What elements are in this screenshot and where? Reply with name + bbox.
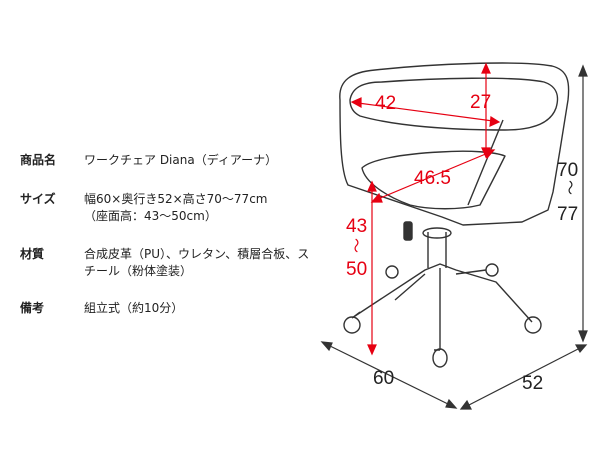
base-width-arrow-left xyxy=(320,341,333,352)
seat-height-arrow-top xyxy=(367,180,377,192)
dim-total-height-bottom: 77 xyxy=(557,204,578,225)
dimension-lines-black xyxy=(320,64,588,410)
chair-drawing xyxy=(339,62,570,368)
chair-seat xyxy=(361,150,506,210)
dimension-lines-red xyxy=(350,62,501,356)
dim-base-depth: 52 xyxy=(522,373,543,394)
total-height-arrow-top xyxy=(578,64,588,77)
spec-value-material-line1: 合成皮革（PU）、ウレタン、積層合板、ス xyxy=(84,247,310,261)
dimension-labels: 42 27 46.5 43 〜 50 70 〜 77 60 52 xyxy=(346,92,578,394)
chair-lever xyxy=(403,221,413,241)
spec-label-material: 材質 xyxy=(20,247,45,261)
spec-value-name: ワークチェア Diana（ディアーナ） xyxy=(84,153,278,167)
dim-seat-height-top: 43 xyxy=(346,216,367,237)
chair-base xyxy=(351,263,533,351)
dim-total-height-top: 70 xyxy=(557,160,578,181)
seat-diag-line xyxy=(377,152,489,200)
width-top-line xyxy=(357,102,494,122)
spec-label-size: サイズ xyxy=(20,192,56,206)
spec-value-size-line2: （座面高：43〜50cm） xyxy=(84,209,217,223)
base-depth-arrow-right xyxy=(574,344,588,354)
chair-casters xyxy=(343,263,542,368)
chair-column xyxy=(427,232,447,268)
seat-height-arrow-bottom xyxy=(367,344,377,356)
dim-depth-top: 27 xyxy=(470,92,491,113)
dim-base-width: 60 xyxy=(373,368,394,389)
chair-column-top xyxy=(422,227,452,239)
dim-total-height-tilde: 〜 xyxy=(561,180,578,195)
width-top-arrow-left xyxy=(350,97,362,109)
base-width-line xyxy=(327,344,451,406)
spec-value-size-line1: 幅60×奥行き52×高さ70〜77cm xyxy=(84,192,268,206)
total-height-arrow-bottom xyxy=(578,330,588,343)
chair-side-line xyxy=(467,119,504,206)
spec-label-notes: 備考 xyxy=(20,301,45,315)
chair-backrest-inner xyxy=(349,77,559,131)
seat-diag-arrow-right xyxy=(483,149,496,160)
depth-top-arrow-top xyxy=(481,62,491,74)
chair-backrest-outer xyxy=(339,62,570,226)
base-depth-line xyxy=(466,347,581,407)
width-top-arrow-right xyxy=(489,115,501,127)
dim-width-top: 42 xyxy=(375,93,396,114)
spec-label-name: 商品名 xyxy=(20,153,57,167)
dim-seat-height-tilde: 〜 xyxy=(347,238,364,253)
dim-seat-height-bottom: 50 xyxy=(346,259,367,280)
base-depth-arrow-left xyxy=(459,399,472,410)
dim-seat-diag: 46.5 xyxy=(414,168,451,189)
seat-diag-arrow-left xyxy=(370,192,383,203)
spec-value-material-line2: チール（粉体塗装） xyxy=(84,264,193,278)
spec-value-notes: 組立式（約10分） xyxy=(84,301,184,315)
base-width-arrow-right xyxy=(445,398,458,409)
